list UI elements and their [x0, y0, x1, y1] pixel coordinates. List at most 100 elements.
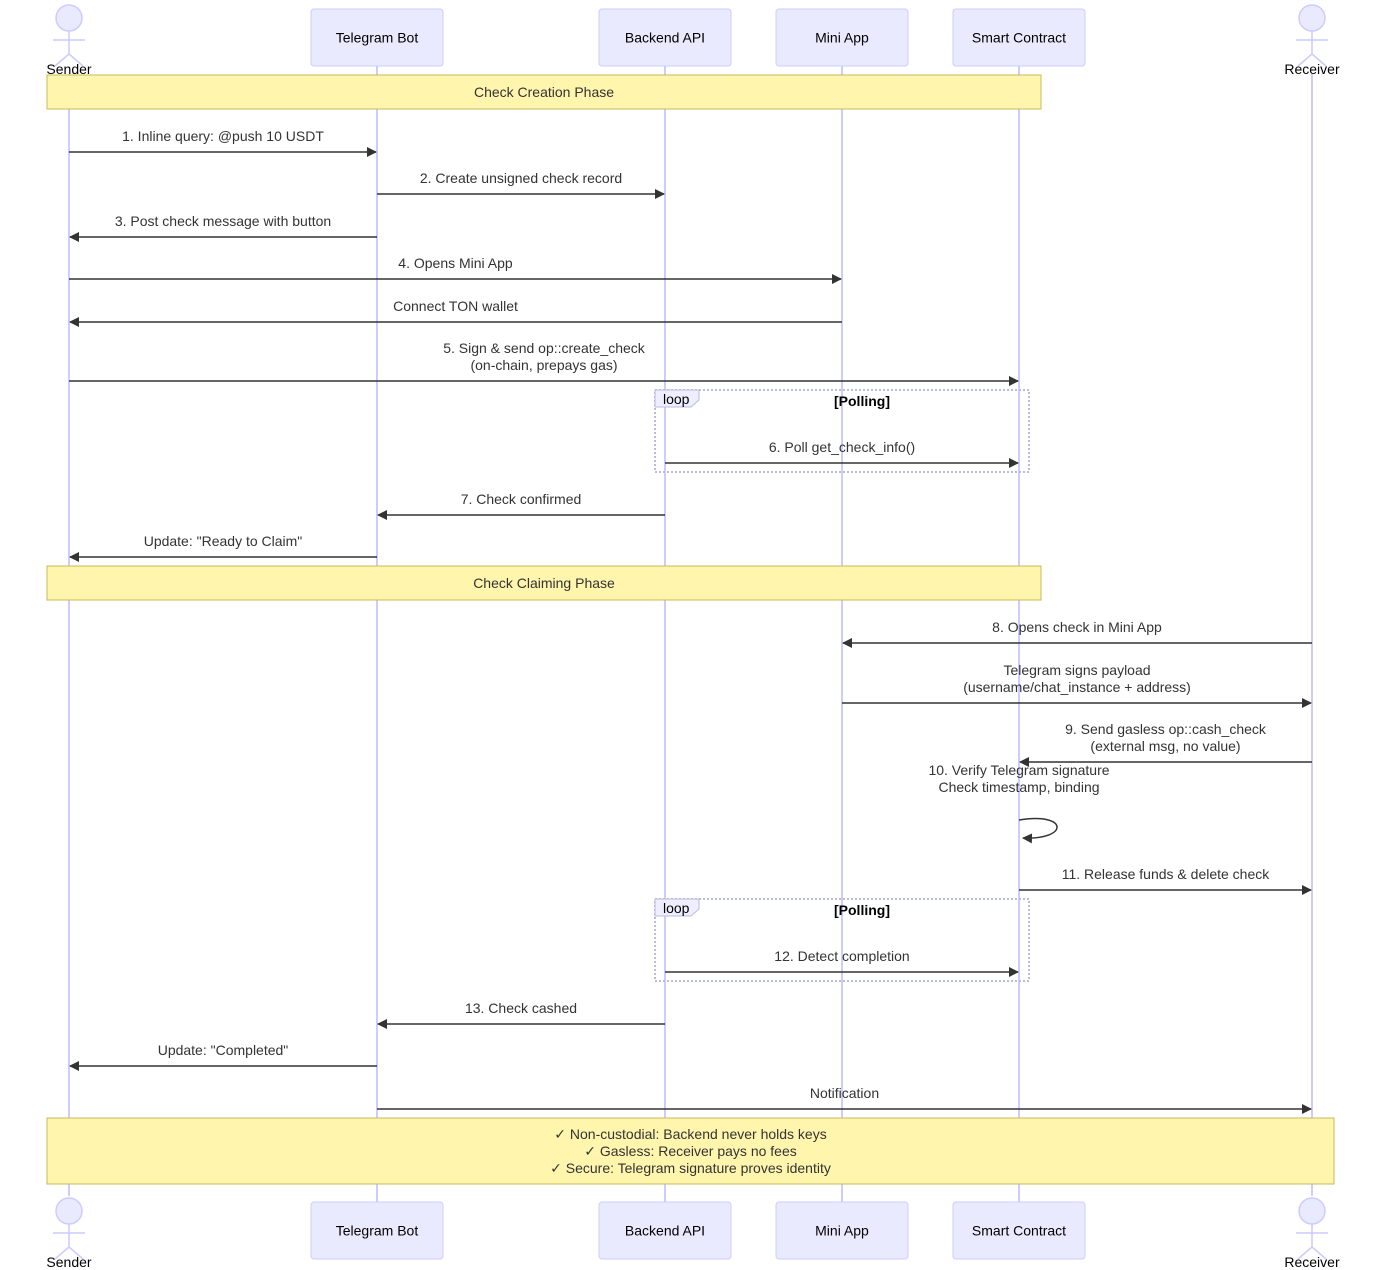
message-m13b: Update: "Completed" — [69, 1042, 377, 1071]
actor-head-icon — [55, 1197, 83, 1225]
actor-head-icon — [55, 4, 83, 32]
participant-label: Smart Contract — [972, 1223, 1066, 1239]
participant-label: Receiver — [1284, 1254, 1340, 1270]
message-label: Telegram signs payload — [1003, 662, 1150, 678]
participant-contract-top: Smart Contract — [952, 8, 1086, 67]
message-label: (external msg, no value) — [1090, 738, 1240, 754]
message-label: 4. Opens Mini App — [398, 255, 513, 271]
note-box — [46, 1117, 1335, 1185]
actor-body-icon — [53, 31, 85, 67]
participant-label: Backend API — [625, 1223, 705, 1239]
message-m4b: Connect TON wallet — [69, 298, 842, 327]
message-label: 8. Opens check in Mini App — [992, 619, 1162, 635]
message-label: 12. Detect completion — [774, 948, 909, 964]
message-label: 13. Check cashed — [465, 1000, 577, 1016]
note-claiming: Check Claiming Phase — [46, 565, 1042, 601]
note-summary: ✓ Non-custodial: Backend never holds key… — [46, 1117, 1335, 1185]
loop-tag: loop — [663, 391, 690, 407]
message-m7: 7. Check confirmed — [377, 491, 665, 520]
message-m1: 1. Inline query: @push 10 USDT — [69, 128, 377, 157]
actor-head-icon — [1298, 4, 1326, 32]
message-label: 11. Release funds & delete check — [1062, 866, 1271, 882]
message-label: 10. Verify Telegram signature — [928, 762, 1109, 778]
participant-bot-bottom: Telegram Bot — [310, 1201, 444, 1260]
participant-backend-top: Backend API — [598, 8, 732, 67]
message-label: 9. Send gasless op::cash_check — [1065, 721, 1267, 737]
loop-tag: loop — [663, 900, 690, 916]
message-m4: 4. Opens Mini App — [69, 255, 842, 284]
message-label: (on-chain, prepays gas) — [470, 357, 617, 373]
participant-box — [775, 8, 909, 67]
note-box — [46, 565, 1042, 601]
participant-label: Mini App — [815, 1223, 869, 1239]
message-label: Notification — [810, 1085, 879, 1101]
message-m7b: Update: "Ready to Claim" — [69, 533, 377, 562]
participant-sender-top: Sender — [46, 4, 92, 77]
message-m5: 5. Sign & send op::create_check(on-chain… — [69, 340, 1019, 386]
note-text: Check Claiming Phase — [473, 575, 615, 591]
loop-tag-box — [654, 898, 700, 917]
participant-label: Backend API — [625, 30, 705, 46]
message-m13: 13. Check cashed — [377, 1000, 665, 1029]
actor-body-icon — [1296, 31, 1328, 67]
message-m6: 6. Poll get_check_info() — [665, 439, 1019, 468]
actor-body-icon — [53, 1224, 85, 1260]
note-text: ✓ Secure: Telegram signature proves iden… — [550, 1160, 831, 1176]
participant-box — [775, 1201, 909, 1260]
participant-sender-bottom: Sender — [46, 1197, 92, 1270]
message-m8b: Telegram signs payload(username/chat_ins… — [842, 662, 1312, 708]
message-m11: 11. Release funds & delete check — [1019, 866, 1312, 895]
participant-receiver-top: Receiver — [1284, 4, 1340, 77]
note-creation: Check Creation Phase — [46, 74, 1042, 110]
note-box — [46, 74, 1042, 110]
message-label: (username/chat_instance + address) — [963, 679, 1191, 695]
participant-miniapp-top: Mini App — [775, 8, 909, 67]
participant-contract-bottom: Smart Contract — [952, 1201, 1086, 1260]
message-m3: 3. Post check message with button — [69, 213, 377, 242]
participant-miniapp-bottom: Mini App — [775, 1201, 909, 1260]
participant-label: Sender — [46, 61, 91, 77]
participant-box — [310, 1201, 444, 1260]
message-label: 2. Create unsigned check record — [420, 170, 622, 186]
participant-box — [310, 8, 444, 67]
message-label: 6. Poll get_check_info() — [769, 439, 915, 455]
participant-receiver-bottom: Receiver — [1284, 1197, 1340, 1270]
actor-head-icon — [1298, 1197, 1326, 1225]
message-label: Connect TON wallet — [393, 298, 518, 314]
participant-bot-top: Telegram Bot — [310, 8, 444, 67]
loop-frame-2: loop [Polling] — [654, 898, 1030, 982]
message-m9: 9. Send gasless op::cash_check(external … — [1019, 721, 1312, 767]
message-label: Update: "Completed" — [158, 1042, 289, 1058]
loop-tag-box — [654, 389, 700, 408]
message-m14: Notification — [377, 1085, 1312, 1114]
self-arrow — [1018, 817, 1058, 844]
participant-label: Smart Contract — [972, 30, 1066, 46]
note-text: ✓ Non-custodial: Backend never holds key… — [554, 1126, 826, 1142]
message-m2: 2. Create unsigned check record — [377, 170, 665, 199]
participant-box — [952, 8, 1086, 67]
participant-box — [598, 1201, 732, 1260]
message-m8: 8. Opens check in Mini App — [842, 619, 1312, 648]
loop-condition: [Polling] — [834, 902, 890, 918]
message-label: Check timestamp, binding — [938, 779, 1099, 795]
loop-frame-1: loop [Polling] — [654, 389, 1030, 473]
participant-label: Telegram Bot — [336, 30, 419, 46]
message-label: 1. Inline query: @push 10 USDT — [122, 128, 324, 144]
participant-label: Receiver — [1284, 61, 1340, 77]
note-text: Check Creation Phase — [474, 84, 614, 100]
participant-label: Sender — [46, 1254, 91, 1270]
note-text: ✓ Gasless: Receiver pays no fees — [584, 1143, 797, 1159]
message-m12: 12. Detect completion — [665, 948, 1019, 977]
participant-box — [952, 1201, 1086, 1260]
loop-condition: [Polling] — [834, 393, 890, 409]
participant-box — [598, 8, 732, 67]
message-label: Update: "Ready to Claim" — [144, 533, 303, 549]
message-label: 5. Sign & send op::create_check — [443, 340, 646, 356]
actor-body-icon — [1296, 1224, 1328, 1260]
participant-label: Telegram Bot — [336, 1223, 419, 1239]
message-label: 3. Post check message with button — [115, 213, 331, 229]
message-label: 7. Check confirmed — [461, 491, 582, 507]
participant-backend-bottom: Backend API — [598, 1201, 732, 1260]
